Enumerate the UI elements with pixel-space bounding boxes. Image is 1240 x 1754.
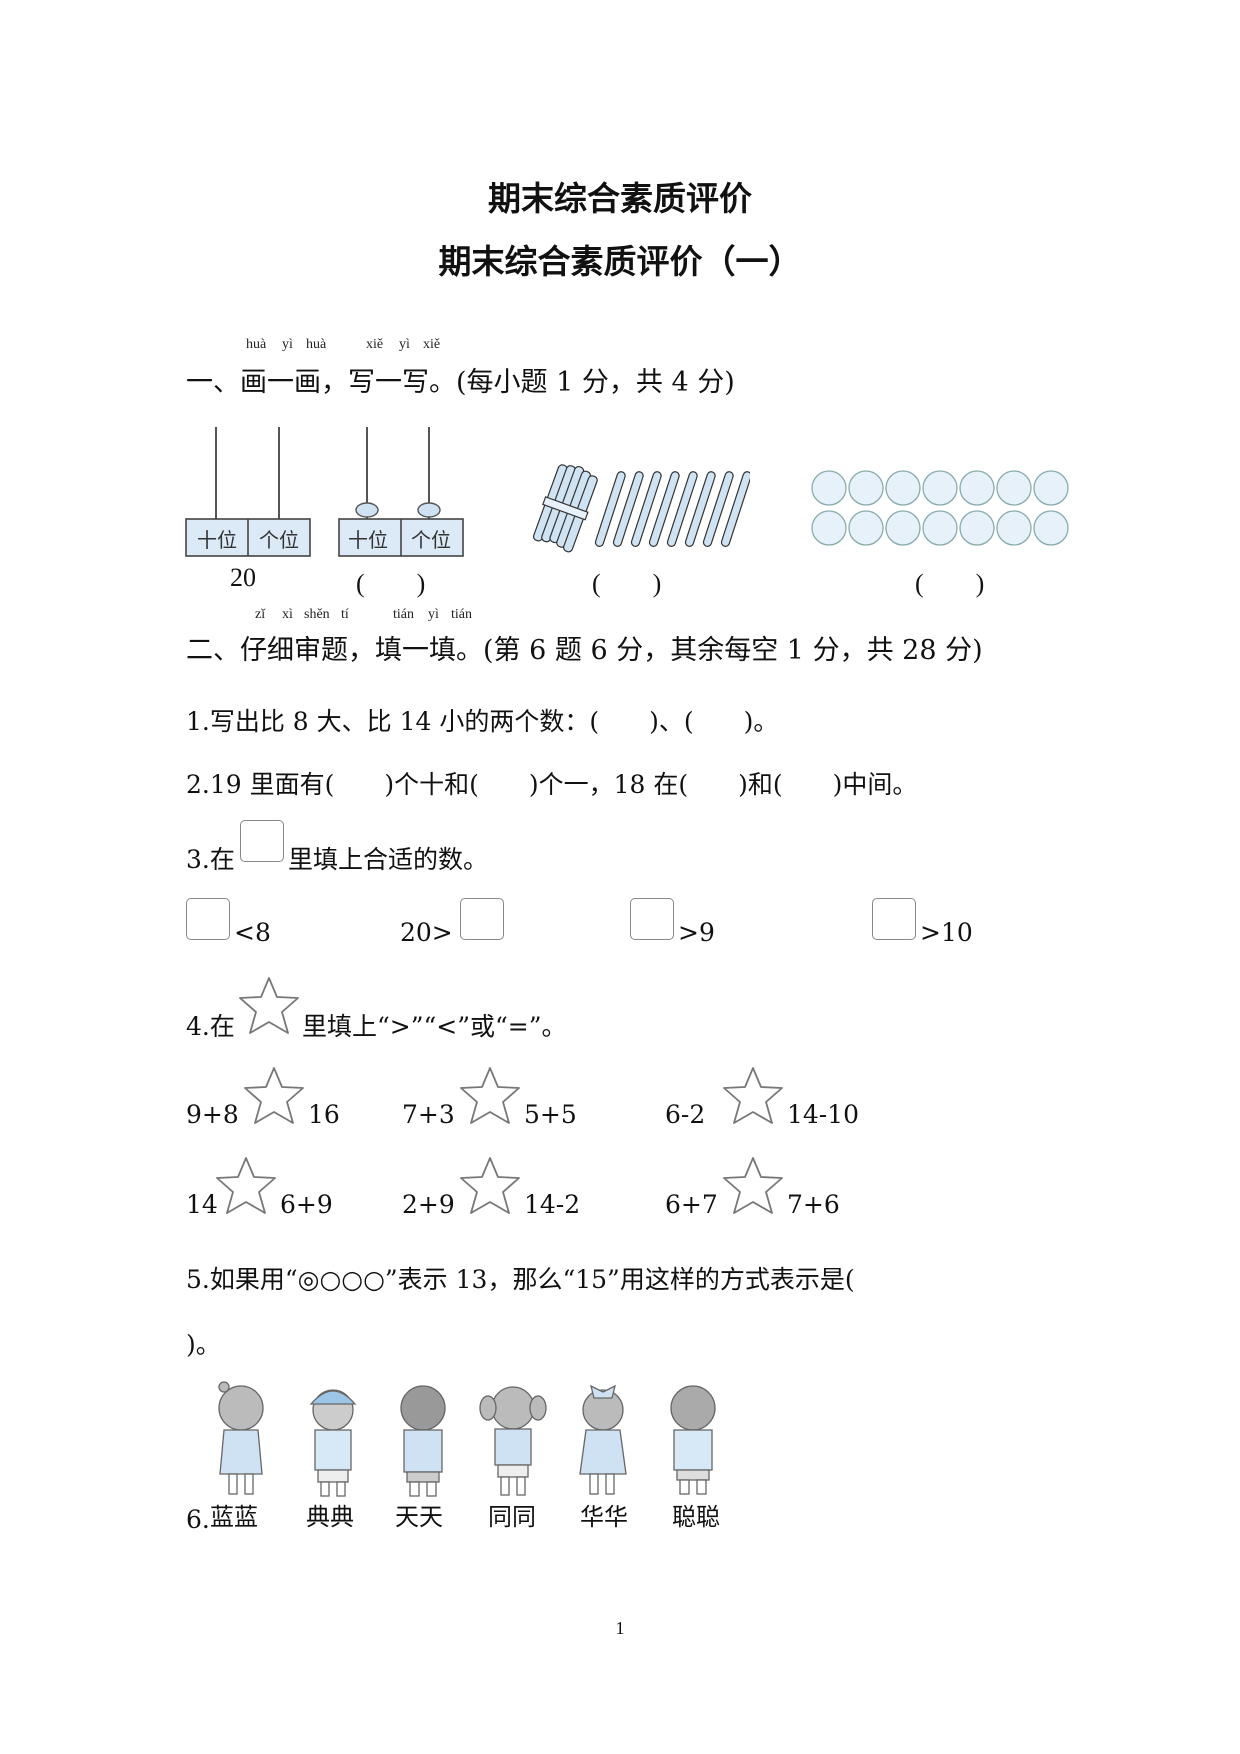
kid-diandian-figure (309, 1389, 357, 1497)
balls-image (811, 470, 1069, 546)
balls-answer-blank[interactable]: ( ) (915, 569, 985, 598)
question-6-number: 6. (186, 1505, 210, 1534)
pinyin-yi1: yì (282, 337, 293, 352)
q5-circle-symbols: ◎○○○ (297, 1265, 385, 1294)
question-2: 2.19 里面有( )个十和( )个一，18 在( )和( )中间。 (186, 770, 918, 799)
kid-lanlan-figure (218, 1381, 264, 1495)
q4r1b-right: 5+5 (524, 1100, 577, 1129)
children-illustration (218, 1381, 716, 1497)
q5-prefix: 5.如果用“ (186, 1265, 298, 1294)
q3a-answer-box[interactable] (186, 898, 230, 940)
q4r1a-star-answer[interactable] (241, 1065, 307, 1127)
section2-heading: 二、仔细审题，填一填。(第 6 题 6 分，其余每空 1 分，共 28 分) (186, 635, 983, 666)
page-number: 1 (615, 1618, 625, 1638)
pinyin-tian1: tián (393, 607, 414, 622)
q4r2c-left: 6+7 (665, 1190, 718, 1219)
q3b-left: 20> (400, 918, 453, 947)
question-4-prefix: 4.在 (186, 1012, 235, 1041)
q3d-right: >10 (920, 918, 973, 947)
q5-answer-close[interactable]: )。 (186, 1330, 221, 1359)
pinyin-shen: shěn (304, 607, 330, 622)
kid-name-tiantian: 天天 (395, 1503, 443, 1531)
sticks-answer-blank[interactable]: ( ) (592, 569, 662, 598)
document-title: 期末综合素质评价 (488, 179, 752, 218)
q3c-answer-box[interactable] (630, 898, 674, 940)
pinyin-xi: xì (282, 607, 293, 622)
question-4-suffix: 里填上“>”“<”或“=”。 (302, 1012, 567, 1041)
q4r1b-star-answer[interactable] (457, 1065, 523, 1127)
abacus-blank: 十位 个位 (338, 427, 464, 557)
question-1: 1.写出比 8 大、比 14 小的两个数：( )、( )。 (186, 707, 779, 736)
q4r2b-right: 14-2 (524, 1190, 581, 1219)
bundle-and-sticks-image (532, 464, 750, 553)
abacus2-ones-label: 个位 (411, 528, 451, 552)
q4r1a-right: 16 (308, 1100, 340, 1129)
q5-middle: ”表示 13，那么“15”用这样的方式表示是( (384, 1265, 855, 1294)
q4r1c-right: 14-10 (787, 1100, 860, 1129)
question-3-suffix: 里填上合适的数。 (288, 845, 489, 874)
star-icon (239, 977, 299, 1034)
kid-name-tongtong: 同同 (488, 1503, 536, 1531)
kid-tiantian-figure (400, 1385, 446, 1497)
pinyin-hua2: huà (306, 337, 327, 352)
kid-name-congcong: 聪聪 (672, 1503, 720, 1531)
q4r2a-left: 14 (186, 1190, 218, 1219)
abacus1-value: 20 (230, 563, 256, 592)
kid-name-lanlan: 蓝蓝 (210, 1503, 258, 1531)
q4r1c-left: 6-2 (665, 1100, 706, 1129)
pinyin-hua1: huà (246, 337, 267, 352)
pinyin-xie2: xiě (423, 337, 441, 352)
q4r2c-star-answer[interactable] (720, 1155, 786, 1217)
pinyin-yi3: yì (428, 607, 439, 622)
q4r1b-left: 7+3 (402, 1100, 455, 1129)
abacus2-tens-label: 十位 (348, 528, 388, 552)
q4r1a-left: 9+8 (186, 1100, 239, 1129)
kid-congcong-figure (670, 1385, 716, 1495)
q3a-right: <8 (234, 918, 271, 947)
kid-name-huahua: 华华 (580, 1503, 628, 1531)
q4r1c-star-answer[interactable] (720, 1065, 786, 1127)
pinyin-tian2: tián (451, 607, 472, 622)
kid-huahua-figure (579, 1384, 627, 1495)
question-5: 5.如果用“◎○○○”表示 13，那么“15”用这样的方式表示是( (186, 1260, 855, 1296)
kid-tongtong-figure (479, 1386, 547, 1496)
pinyin-yi2: yì (399, 337, 410, 352)
question-3-prefix: 3.在 (186, 845, 235, 874)
q4r2b-star-answer[interactable] (457, 1155, 523, 1217)
q3d-answer-box[interactable] (872, 898, 916, 940)
q4r2a-right: 6+9 (280, 1190, 333, 1219)
q4r2a-star-answer[interactable] (213, 1155, 279, 1217)
abacus1-tens-label: 十位 (197, 528, 237, 552)
pinyin-xie1: xiě (366, 337, 384, 352)
q4r2b-left: 2+9 (402, 1190, 455, 1219)
exam-title: 期末综合素质评价（一） (438, 242, 802, 281)
section1-heading: 一、画一画，写一写。(每小题 1 分，共 4 分) (186, 367, 735, 398)
pinyin-ti: tí (341, 607, 349, 622)
square-box-icon (240, 820, 284, 862)
abacus1-ones-label: 个位 (259, 528, 299, 552)
kid-name-diandian: 典典 (306, 1503, 354, 1531)
q3b-answer-box[interactable] (460, 898, 504, 940)
abacus2-answer-blank[interactable]: ( ) (356, 569, 426, 598)
q4r2c-right: 7+6 (787, 1190, 840, 1219)
pinyin-zi: zǐ (255, 607, 266, 622)
q3c-right: >9 (678, 918, 715, 947)
abacus-20: 十位 个位 (185, 427, 311, 557)
